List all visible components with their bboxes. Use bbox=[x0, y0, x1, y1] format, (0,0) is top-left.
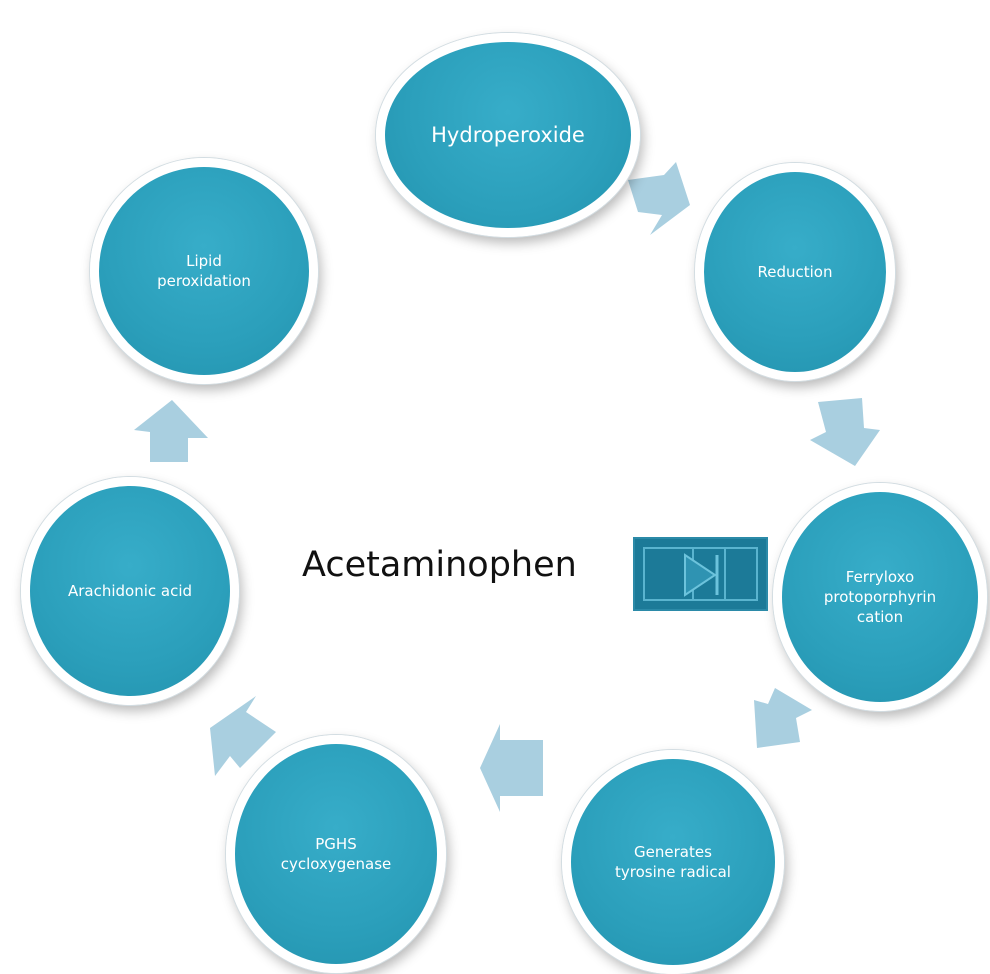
node-label: Hydroperoxide bbox=[431, 122, 585, 147]
next-track-icon bbox=[643, 547, 758, 601]
arrow-ferryloxo-to-tyrosine bbox=[754, 688, 812, 748]
center-label: Acetaminophen bbox=[302, 545, 577, 585]
node-tyrosine: Generates tyrosine radical bbox=[562, 750, 784, 974]
node-label: Generates tyrosine radical bbox=[615, 842, 731, 881]
node-pghs: PGHS cycloxygenase bbox=[226, 735, 446, 973]
node-label: Lipid peroxidation bbox=[157, 251, 251, 290]
node-reduction: Reduction bbox=[695, 163, 895, 381]
next-track-button[interactable] bbox=[633, 537, 768, 611]
arrow-tyrosine-to-pghs bbox=[480, 724, 543, 812]
node-label: Arachidonic acid bbox=[67, 581, 193, 600]
arrow-pghs-to-arachidonic bbox=[210, 696, 276, 776]
arrow-reduction-to-ferryloxo bbox=[810, 398, 880, 466]
node-arachidonic: Arachidonic acid bbox=[21, 477, 239, 705]
node-label: PGHS cycloxygenase bbox=[280, 834, 392, 873]
node-label: Ferryloxo protoporphyrin cation bbox=[823, 567, 937, 627]
node-label: Reduction bbox=[757, 262, 833, 281]
node-ferryloxo: Ferryloxo protoporphyrin cation bbox=[773, 483, 987, 711]
arrow-hydroperoxide-to-reduction bbox=[628, 162, 690, 235]
node-lipid: Lipid peroxidation bbox=[90, 158, 318, 384]
node-hydroperoxide: Hydroperoxide bbox=[376, 33, 640, 237]
arrow-arachidonic-to-lipid bbox=[134, 400, 208, 462]
